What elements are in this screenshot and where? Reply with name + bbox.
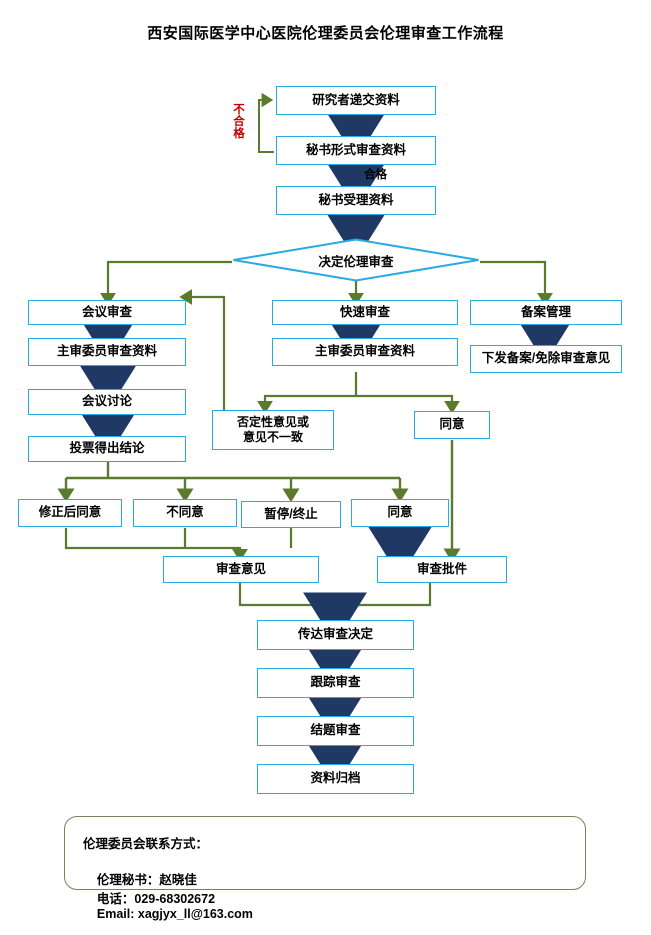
contact-email: Email: xagjyx_ll@163.com [96, 907, 253, 921]
node-meeting-review[interactable]: 会议审查 [28, 300, 186, 325]
contact-details: 伦理秘书：赵晓佳 电话：029-68302672 Email: xagjyx_l… [83, 855, 253, 935]
node-fast-main-reviewer[interactable]: 主审委员审查资料 [272, 338, 458, 366]
node-meeting-main-reviewer[interactable]: 主审委员审查资料 [28, 338, 186, 366]
node-convey-decision[interactable]: 传达审查决定 [257, 620, 414, 650]
node-agree-after-revision[interactable]: 修正后同意 [18, 499, 122, 527]
node-disagree[interactable]: 不同意 [133, 499, 237, 527]
edge-label-unqualified: 不合格 [233, 104, 245, 141]
node-fast-review[interactable]: 快速审查 [272, 300, 458, 325]
node-submit-materials[interactable]: 研究者递交资料 [276, 86, 436, 115]
node-accept-materials[interactable]: 秘书受理资料 [276, 186, 436, 215]
node-archive-materials[interactable]: 资料归档 [257, 764, 414, 794]
page-title: 西安国际医学中心医院伦理委员会伦理审查工作流程 [147, 25, 504, 42]
contact-phone: 电话：029-68302672 [96, 892, 216, 906]
node-negative-opinion-line1: 否定性意见或 [236, 415, 309, 429]
edge-label-qualified: 合格 [364, 169, 387, 181]
node-formal-review[interactable]: 秘书形式审查资料 [276, 136, 436, 165]
node-decide-ethics-review[interactable]: 决定伦理审查 [232, 238, 480, 282]
node-vote-agree[interactable]: 同意 [351, 499, 449, 527]
contact-secretary: 伦理秘书：赵晓佳 [96, 873, 197, 887]
node-filing-management[interactable]: 备案管理 [470, 300, 622, 325]
node-follow-up-review[interactable]: 跟踪审查 [257, 668, 414, 698]
node-decide-ethics-review-label: 决定伦理审查 [318, 254, 394, 269]
node-vote-conclusion[interactable]: 投票得出结论 [28, 436, 186, 462]
node-review-opinion[interactable]: 审查意见 [163, 556, 319, 583]
contact-info-box: 伦理委员会联系方式： 伦理秘书：赵晓佳 电话：029-68302672 Emai… [64, 816, 586, 921]
node-negative-opinion[interactable]: 否定性意见或 意见不一致 [212, 410, 334, 450]
node-fast-agree[interactable]: 同意 [414, 411, 490, 439]
node-negative-opinion-line2: 意见不一致 [242, 430, 303, 444]
flowchart-connectors [57, 92, 577, 788]
node-review-approval[interactable]: 审查批件 [377, 556, 507, 583]
node-filing-opinion[interactable]: 下发备案/免除审查意见 [470, 345, 622, 373]
contact-heading: 伦理委员会联系方式： [83, 837, 209, 851]
node-meeting-discussion[interactable]: 会议讨论 [28, 389, 186, 415]
node-completion-review[interactable]: 结题审查 [257, 716, 414, 746]
node-suspend-terminate[interactable]: 暂停/终止 [241, 501, 341, 528]
